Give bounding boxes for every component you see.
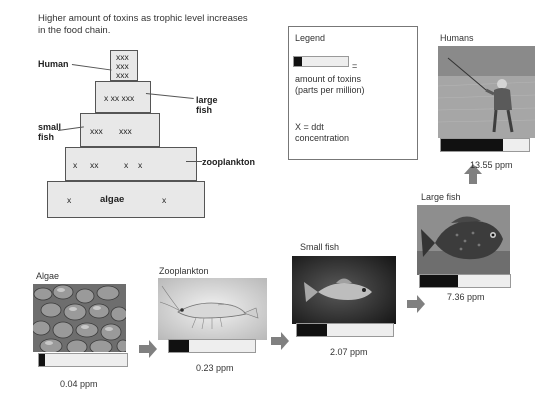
toxin-bar-fill bbox=[297, 324, 327, 336]
pointer-line-large-fish bbox=[145, 93, 194, 100]
photo-large-fish bbox=[417, 205, 510, 275]
toxin-bar-zooplankton bbox=[168, 339, 256, 353]
toxin-mark: xxx bbox=[116, 61, 129, 71]
toxin-bar-large-fish bbox=[419, 274, 511, 288]
caption-humans: Humans bbox=[440, 33, 474, 43]
photo-zooplankton bbox=[158, 278, 267, 340]
diagram-heading: Higher amount of toxins as trophic level… bbox=[38, 13, 248, 36]
toxin-mark: x bbox=[138, 160, 143, 170]
toxin-mark: x bbox=[162, 195, 167, 205]
arrow-right-icon bbox=[139, 340, 157, 358]
pointer-line-zooplankton bbox=[186, 161, 202, 162]
label-human: Human bbox=[38, 59, 69, 69]
pointer-line-human bbox=[71, 64, 112, 71]
pyramid-tier-large-fish: x xx xxx bbox=[95, 81, 151, 113]
pyramid-tier-algae: x algae x bbox=[47, 181, 205, 218]
arrow-right-icon bbox=[407, 295, 425, 313]
toxin-bar-humans bbox=[440, 138, 530, 152]
toxin-bar-fill bbox=[441, 139, 503, 151]
pyramid-tier-human: xxx xxx xxx bbox=[110, 50, 138, 81]
caption-large-fish: Large fish bbox=[421, 192, 461, 202]
label-small-fish: small fish bbox=[38, 122, 62, 142]
legend-equals: = bbox=[352, 61, 358, 71]
legend-title: Legend bbox=[295, 33, 326, 43]
arrow-up-icon bbox=[464, 164, 482, 184]
pyramid-tier-small-fish: xxx xxx bbox=[80, 113, 160, 147]
toxin-mark: xx bbox=[90, 160, 99, 170]
toxin-mark: xxx bbox=[119, 126, 132, 136]
toxin-mark: xxx bbox=[116, 52, 129, 62]
toxin-bar-algae bbox=[38, 353, 128, 367]
ppm-humans: 13.55 ppm bbox=[470, 160, 513, 170]
photo-small-fish bbox=[292, 256, 396, 324]
ppm-algae: 0.04 ppm bbox=[60, 379, 98, 389]
label-zooplankton: zooplankton bbox=[202, 157, 255, 167]
legend-box: Legend = amount of toxins (parts per mil… bbox=[288, 26, 418, 160]
toxin-mark: x xx xxx bbox=[104, 93, 135, 103]
ppm-zooplankton: 0.23 ppm bbox=[196, 363, 234, 373]
legend-toxin-description: amount of toxins (parts per million) bbox=[295, 74, 365, 95]
caption-small-fish: Small fish bbox=[300, 242, 340, 252]
toxin-mark: xxx bbox=[90, 126, 103, 136]
arrow-right-icon bbox=[271, 332, 289, 350]
ppm-large-fish: 7.36 ppm bbox=[447, 292, 485, 302]
toxin-bar-fill bbox=[169, 340, 189, 352]
caption-algae: Algae bbox=[36, 271, 60, 281]
toxin-mark: x bbox=[124, 160, 129, 170]
pyramid-tier-zooplankton: x xx x x bbox=[65, 147, 197, 181]
toxin-mark: x bbox=[67, 195, 72, 205]
label-large-fish: large fish bbox=[196, 95, 218, 115]
toxin-bar-fill bbox=[420, 275, 458, 287]
legend-ddt-description: X = ddt concentration bbox=[295, 122, 350, 143]
toxin-mark: xxx bbox=[116, 70, 129, 80]
ppm-small-fish: 2.07 ppm bbox=[330, 347, 368, 357]
toxin-mark: x bbox=[73, 160, 78, 170]
photo-humans bbox=[438, 46, 535, 138]
tier-label-algae: algae bbox=[100, 194, 125, 205]
legend-toxin-bar bbox=[293, 56, 349, 67]
photo-algae bbox=[33, 284, 126, 352]
caption-zooplankton: Zooplankton bbox=[159, 266, 209, 276]
toxin-bar-small-fish bbox=[296, 323, 394, 337]
toxin-bar-fill bbox=[39, 354, 45, 366]
